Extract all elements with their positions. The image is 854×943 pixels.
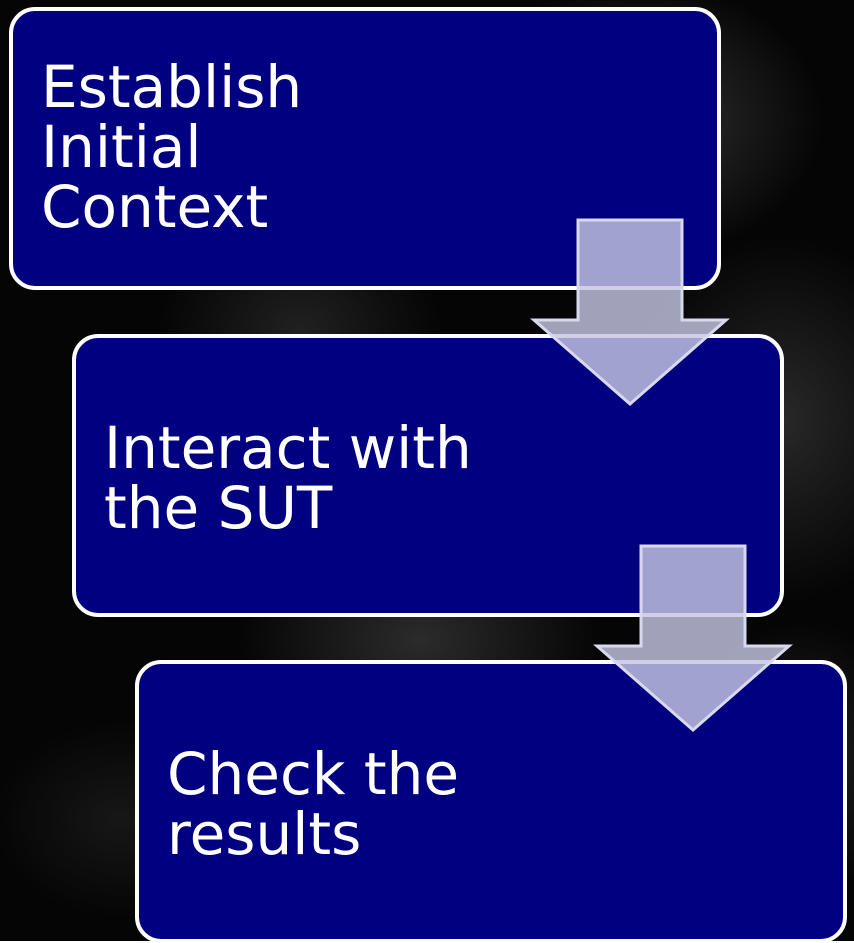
step-box-check-results: Check the results <box>135 660 847 943</box>
step-label-check-results: Check the results <box>167 740 460 868</box>
step-label-interact-sut: Interact with the SUT <box>104 414 472 542</box>
step-box-interact-sut: Interact with the SUT <box>72 334 784 617</box>
step-label-establish-context: Establish Initial Context <box>41 53 303 241</box>
down-arrow-icon <box>593 544 793 732</box>
down-arrow-icon <box>530 218 730 406</box>
